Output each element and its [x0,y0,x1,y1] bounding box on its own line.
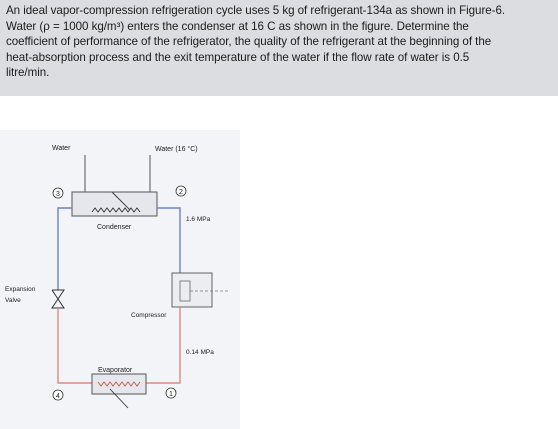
compressor-label: Compressor [131,312,167,319]
high-pressure-label: 1.6 MPa [186,216,211,223]
evaporator-label: Evaporator [98,367,133,374]
condenser-label: Condenser [97,224,132,231]
expansion-valve-label-2: Valve [5,297,21,304]
state-4-marker [52,389,64,401]
state-4-label: 4 [56,393,60,400]
state-1-label: 1 [169,391,173,398]
condenser-box [71,191,158,217]
refrigeration-cycle-figure: Water Water (16 °C) Condenser 3 2 1.6 MP… [0,130,240,429]
water-entry-label: Water (16 °C) [155,145,198,153]
expansion-valve-label-1: Expansion [5,286,36,293]
evaporator-box [91,373,147,395]
compressor-body [171,272,213,308]
problem-line-3: coefficient of performance of the refrig… [6,35,492,49]
state-2-marker [175,185,187,197]
problem-statement: An ideal vapor-compression refrigeration… [0,0,558,96]
low-pressure-label: 0.14 MPa [186,349,214,356]
expansion-valve-icon [51,289,65,309]
evaporator-heat-arrow [109,388,129,409]
state-3-label: 3 [56,191,60,198]
condenser-heat-arrow [111,191,131,211]
refrigerant-pipes-low [57,307,181,384]
problem-line-4: heat-absorption process and the exit tem… [6,50,470,64]
problem-line-2: Water (ρ = 1000 kg/m³) enters the conden… [6,19,469,33]
problem-line-1: An ideal vapor-compression refrigeration… [6,4,506,17]
problem-line-5: litre/min. [6,66,50,80]
condenser-coil-icon [91,207,141,213]
state-3-marker [52,187,64,199]
state-1-marker [165,387,177,399]
state-2-label: 2 [179,189,183,196]
water-inlet-label: Water [52,145,71,152]
evaporator-coil-icon [97,381,141,387]
water-pipes [84,155,151,192]
